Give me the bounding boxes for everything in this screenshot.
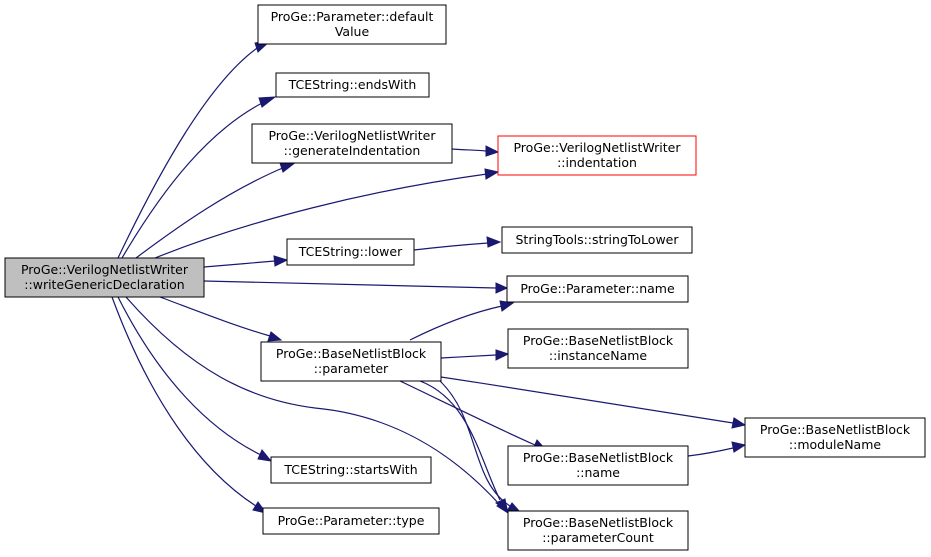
node-base-netlist-block-parameter[interactable]: ProGe::BaseNetlistBlock ::parameter xyxy=(260,341,442,382)
node-label-line1: ProGe::VerilogNetlistWriter xyxy=(21,262,189,277)
node-label: TCEString::endsWith xyxy=(288,77,417,92)
edge-root-to-ends-with xyxy=(121,96,277,259)
node-label: ProGe::Parameter::name xyxy=(520,281,675,296)
edge-parameter-to-bnb-name xyxy=(399,380,548,451)
edge-parameter-to-param-name xyxy=(409,300,515,341)
node-label-line1: ProGe::BaseNetlistBlock xyxy=(276,346,427,361)
node-label: ProGe::Parameter::type xyxy=(278,513,425,528)
edge-root-to-lower xyxy=(203,255,289,268)
node-ends-with[interactable]: TCEString::endsWith xyxy=(275,72,430,98)
node-label-line2: ::instanceName xyxy=(549,348,648,363)
edge-root-to-starts-with xyxy=(117,296,273,462)
node-label-line1: ProGe::VerilogNetlistWriter xyxy=(513,140,681,155)
edge-parameter-to-module-name xyxy=(440,376,747,429)
node-label-line2: ::moduleName xyxy=(789,437,881,452)
edge-generate-indentation-to-indentation xyxy=(451,145,500,157)
node-label-line2: ::generateIndentation xyxy=(284,143,421,158)
node-string-to-lower[interactable]: StringTools::stringToLower xyxy=(501,226,693,254)
node-label-line2: ::parameter xyxy=(314,361,389,376)
node-parameter-default-value[interactable]: ProGe::Parameter::default Value xyxy=(257,4,447,45)
edge-root-to-indentation xyxy=(154,168,500,259)
edge-lower-to-string-to-lower xyxy=(413,236,502,251)
node-write-generic-declaration[interactable]: ProGe::VerilogNetlistWriter ::writeGener… xyxy=(4,257,205,298)
node-label: TCEString::lower xyxy=(298,244,403,259)
node-base-netlist-block-instance-name[interactable]: ProGe::BaseNetlistBlock ::instanceName xyxy=(507,328,689,369)
node-label-line1: ProGe::Parameter::default xyxy=(271,9,434,24)
node-label-line2: ::name xyxy=(576,465,620,480)
node-label-line1: ProGe::BaseNetlistBlock xyxy=(523,515,674,530)
node-label-line2: ::indentation xyxy=(557,155,637,170)
node-label-line1: ProGe::BaseNetlistBlock xyxy=(760,422,911,437)
edge-root-to-parameter xyxy=(159,296,283,342)
edge-bnb-name-to-module-name xyxy=(687,441,747,457)
node-label-line1: ProGe::BaseNetlistBlock xyxy=(523,333,674,348)
node-label-line2: ::parameterCount xyxy=(542,530,654,545)
node-label-line1: ProGe::BaseNetlistBlock xyxy=(523,450,674,465)
node-indentation[interactable]: ProGe::VerilogNetlistWriter ::indentatio… xyxy=(497,135,697,176)
node-starts-with[interactable]: TCEString::startsWith xyxy=(270,456,432,484)
edge-root-to-param-name xyxy=(203,280,509,294)
node-base-netlist-block-name[interactable]: ProGe::BaseNetlistBlock ::name xyxy=(507,445,689,486)
node-label-line1: ProGe::VerilogNetlistWriter xyxy=(268,128,436,143)
node-parameter-type[interactable]: ProGe::Parameter::type xyxy=(262,507,440,535)
node-parameter-name[interactable]: ProGe::Parameter::name xyxy=(506,275,689,303)
node-base-netlist-block-module-name[interactable]: ProGe::BaseNetlistBlock ::moduleName xyxy=(744,417,926,458)
node-label: TCEString::startsWith xyxy=(283,462,417,477)
node-lower[interactable]: TCEString::lower xyxy=(286,238,415,266)
node-label: StringTools::stringToLower xyxy=(515,232,679,247)
node-label-line2: Value xyxy=(335,24,370,39)
node-generate-indentation[interactable]: ProGe::VerilogNetlistWriter ::generateIn… xyxy=(251,123,453,164)
node-base-netlist-block-parameter-count[interactable]: ProGe::BaseNetlistBlock ::parameterCount xyxy=(507,510,689,551)
edge-parameter-to-instance-name xyxy=(440,349,510,361)
node-label-line2: ::writeGenericDeclaration xyxy=(24,277,184,292)
